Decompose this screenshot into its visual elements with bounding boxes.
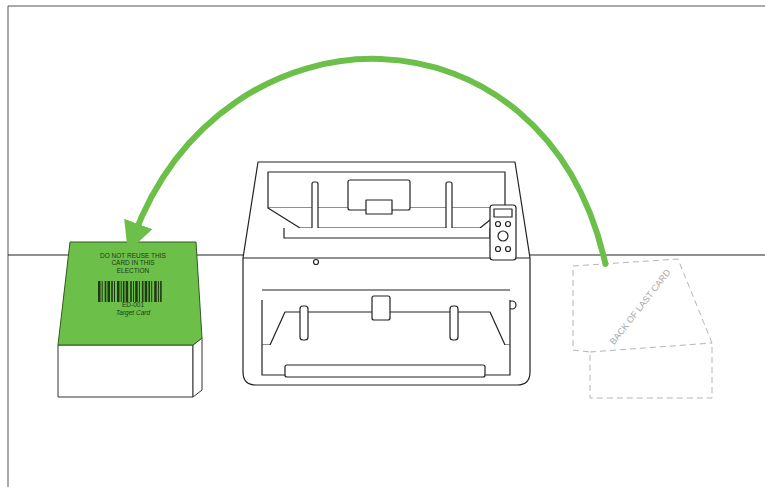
- target-card: DO NOT REUSE THIS CARD IN THIS ELECTION E…: [72, 246, 194, 340]
- card-text: ED-001: [122, 301, 144, 309]
- frame-line: [8, 6, 9, 487]
- scanner: [243, 162, 530, 385]
- flow-arrow: [133, 59, 605, 264]
- card-label: BACK OF LAST CARD: [608, 268, 673, 347]
- ghost-card: [573, 259, 712, 398]
- frame-line: [8, 6, 765, 7]
- card-text: Target Card: [116, 309, 150, 317]
- card-stack: [58, 242, 202, 397]
- card-label: DO NOT REUSE THIS CARD IN THIS ELECTION: [96, 252, 170, 274]
- last-card-outline: BACK OF LAST CARD: [586, 268, 694, 346]
